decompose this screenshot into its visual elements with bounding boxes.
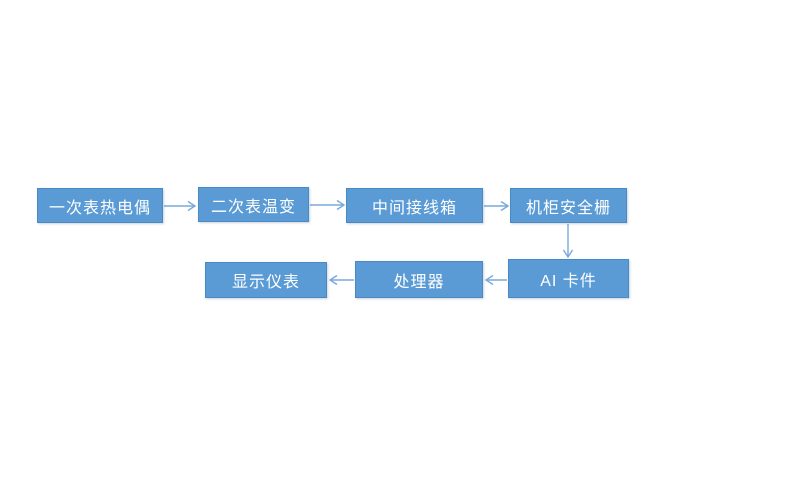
flow-node-ai-card: AI 卡件 (508, 259, 629, 298)
flow-node-intermediate-junction-box: 中间接线箱 (346, 188, 483, 223)
flow-node-processor: 处理器 (355, 261, 483, 298)
flow-node-cabinet-safety-barrier: 机柜安全栅 (510, 188, 627, 223)
node-label-secondary-temp-transmitter: 二次表温变 (210, 198, 296, 216)
node-label-cabinet-safety-barrier: 机柜安全栅 (525, 199, 611, 217)
flow-node-secondary-temp-transmitter: 二次表温变 (198, 187, 309, 222)
node-label-intermediate-junction-box: 中间接线箱 (371, 199, 457, 217)
flow-node-display-instrument: 显示仪表 (205, 262, 327, 298)
node-label-primary-thermocouple: 一次表热电偶 (48, 199, 151, 217)
flow-node-primary-thermocouple: 一次表热电偶 (37, 188, 163, 223)
node-label-processor: 处理器 (393, 273, 445, 291)
node-label-display-instrument: 显示仪表 (231, 274, 300, 291)
node-label-ai-card: AI 卡件 (540, 272, 597, 290)
